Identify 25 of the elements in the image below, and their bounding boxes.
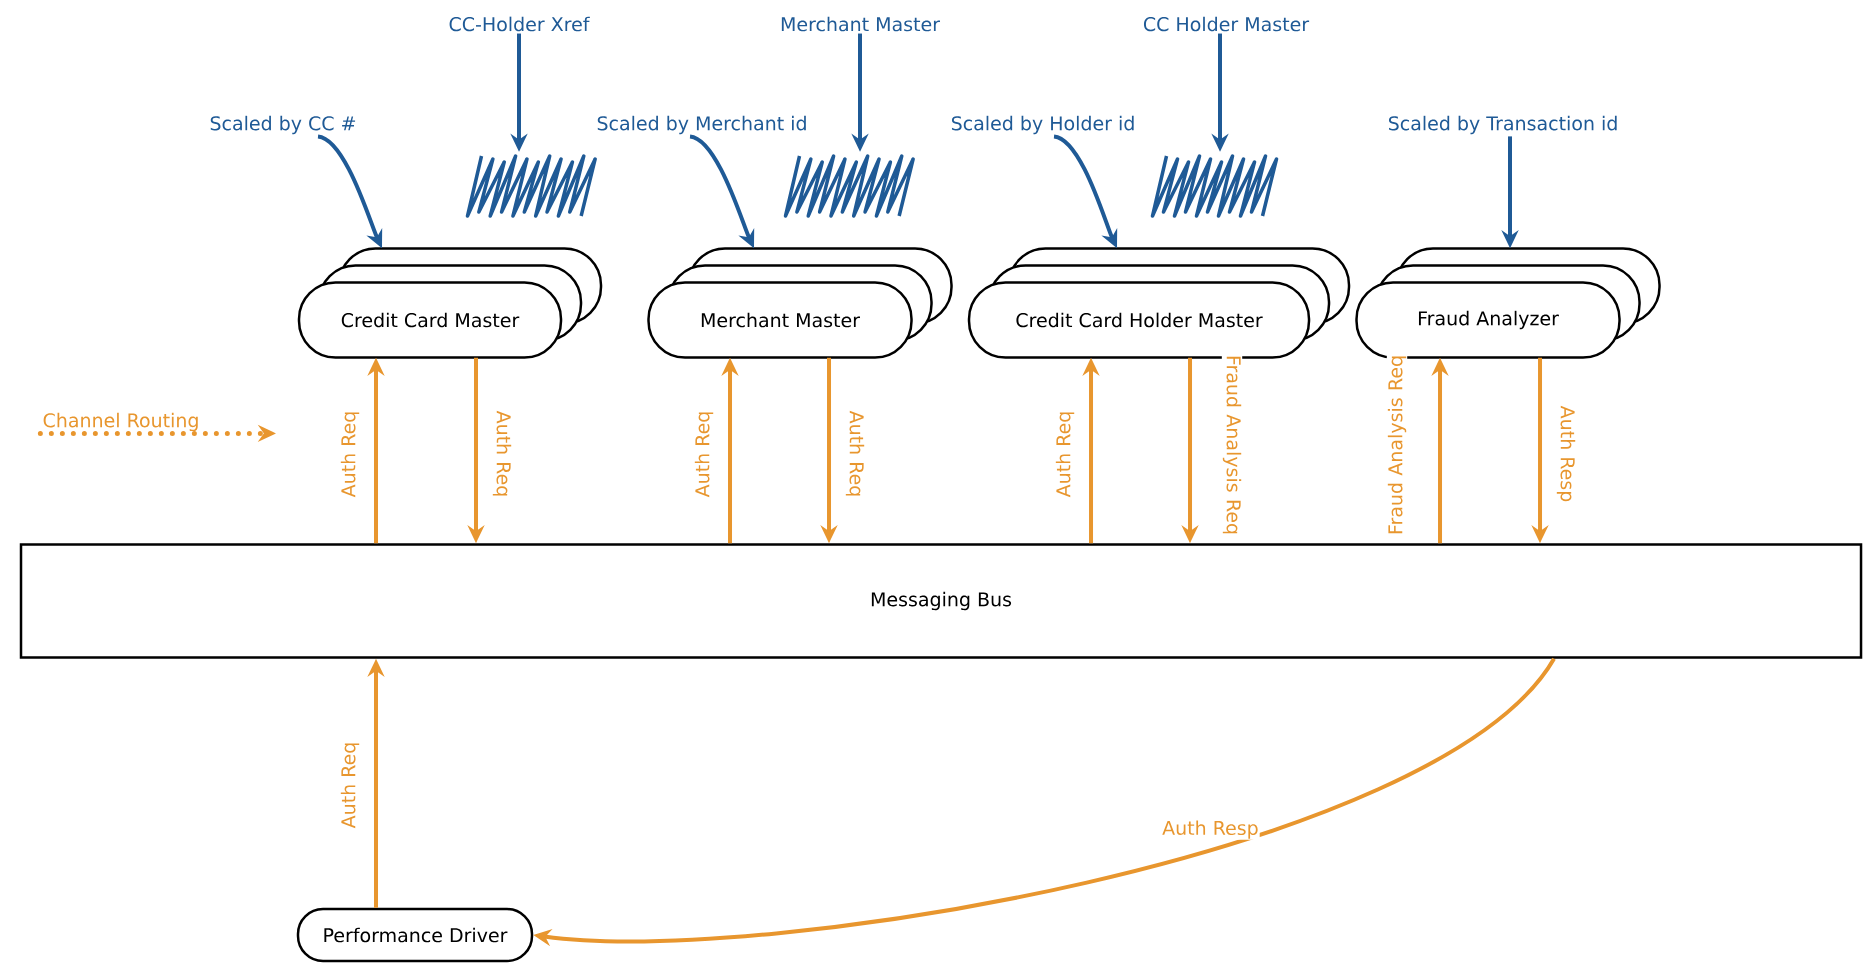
edge-label: Fraud Analysis Req — [1386, 350, 1408, 540]
edge-label: Fraud Analysis Req — [1221, 350, 1243, 540]
text-label: Merchant Master — [781, 16, 940, 32]
edge-label: Auth Req — [491, 409, 513, 499]
stacked-service-box: Merchant Master — [647, 247, 953, 359]
process-box: Performance Driver — [296, 907, 534, 963]
edge-label: Auth Resp — [1161, 819, 1260, 840]
text-label: CC-Holder Xref — [449, 16, 590, 32]
text-label: Scaled by CC # — [210, 115, 356, 135]
text-label: Scaled by Merchant id — [597, 115, 806, 135]
edge-label: Auth Req — [339, 409, 361, 499]
text-label: Scaled by Transaction id — [1388, 115, 1617, 135]
text-label: CC Holder Master — [1143, 16, 1310, 32]
scribble-drawing — [783, 154, 915, 218]
text-label: Channel Routing — [43, 412, 198, 432]
edge-label: Auth Req — [339, 740, 361, 830]
stacked-service-box: Credit Card Master — [297, 247, 603, 359]
scribble-drawing — [465, 154, 597, 218]
edge-label: Auth Req — [1054, 409, 1076, 499]
bus-box: Messaging Bus — [19, 543, 1863, 659]
edge-label: Auth Resp — [1555, 404, 1577, 504]
edge-label: Auth Req — [844, 409, 866, 499]
text-label: Scaled by Holder id — [951, 115, 1134, 135]
edge-label: Auth Req — [693, 409, 715, 499]
scribble-drawing — [1150, 154, 1279, 218]
